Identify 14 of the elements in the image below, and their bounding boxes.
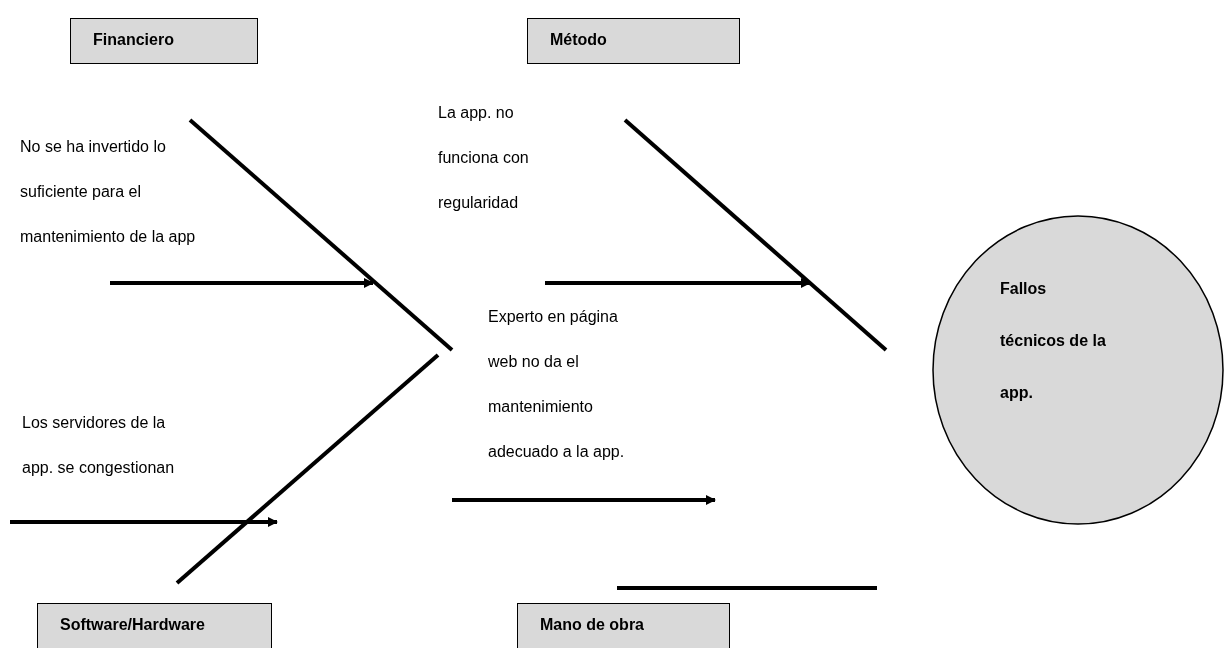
- cause-text: La app. no funciona con regularidad: [438, 90, 573, 281]
- arrow: [452, 495, 716, 505]
- effect-circle: [932, 215, 1224, 525]
- arrow: [545, 278, 811, 288]
- category-box: Software/Hardware: [37, 603, 272, 648]
- category-box: Mano de obra: [517, 603, 730, 648]
- cause-text: No se ha invertido lo suficiente para el mantenimiento de la app: [20, 124, 220, 281]
- cause-text: Experto en página web no da el mantenimiento adecuado a la app.: [452, 294, 642, 498]
- arrow: [110, 278, 374, 288]
- effect-text: Fallos técnicos de la app.: [1000, 279, 1107, 403]
- category-box: Método: [527, 18, 740, 64]
- arrow: [10, 517, 278, 527]
- cause-text: Los servidores de la app. se congestionan: [0, 325, 200, 520]
- category-box: Financiero: [70, 18, 258, 64]
